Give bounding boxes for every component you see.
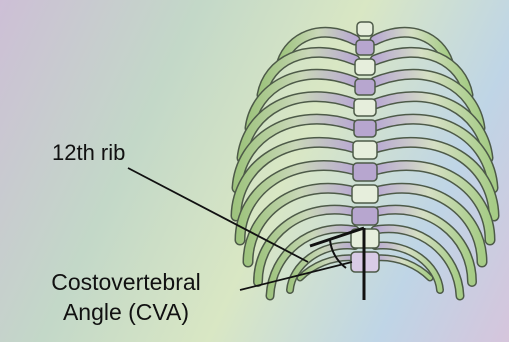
right-ribs — [375, 32, 494, 296]
cva-label-line-1: Costovertebral — [12, 267, 240, 297]
cva-label-line-2: Angle (CVA) — [12, 297, 240, 327]
rib-label: 12th rib — [52, 140, 125, 166]
cva-label: Costovertebral Angle (CVA) — [12, 267, 240, 327]
rib-pointer-line — [128, 168, 308, 262]
